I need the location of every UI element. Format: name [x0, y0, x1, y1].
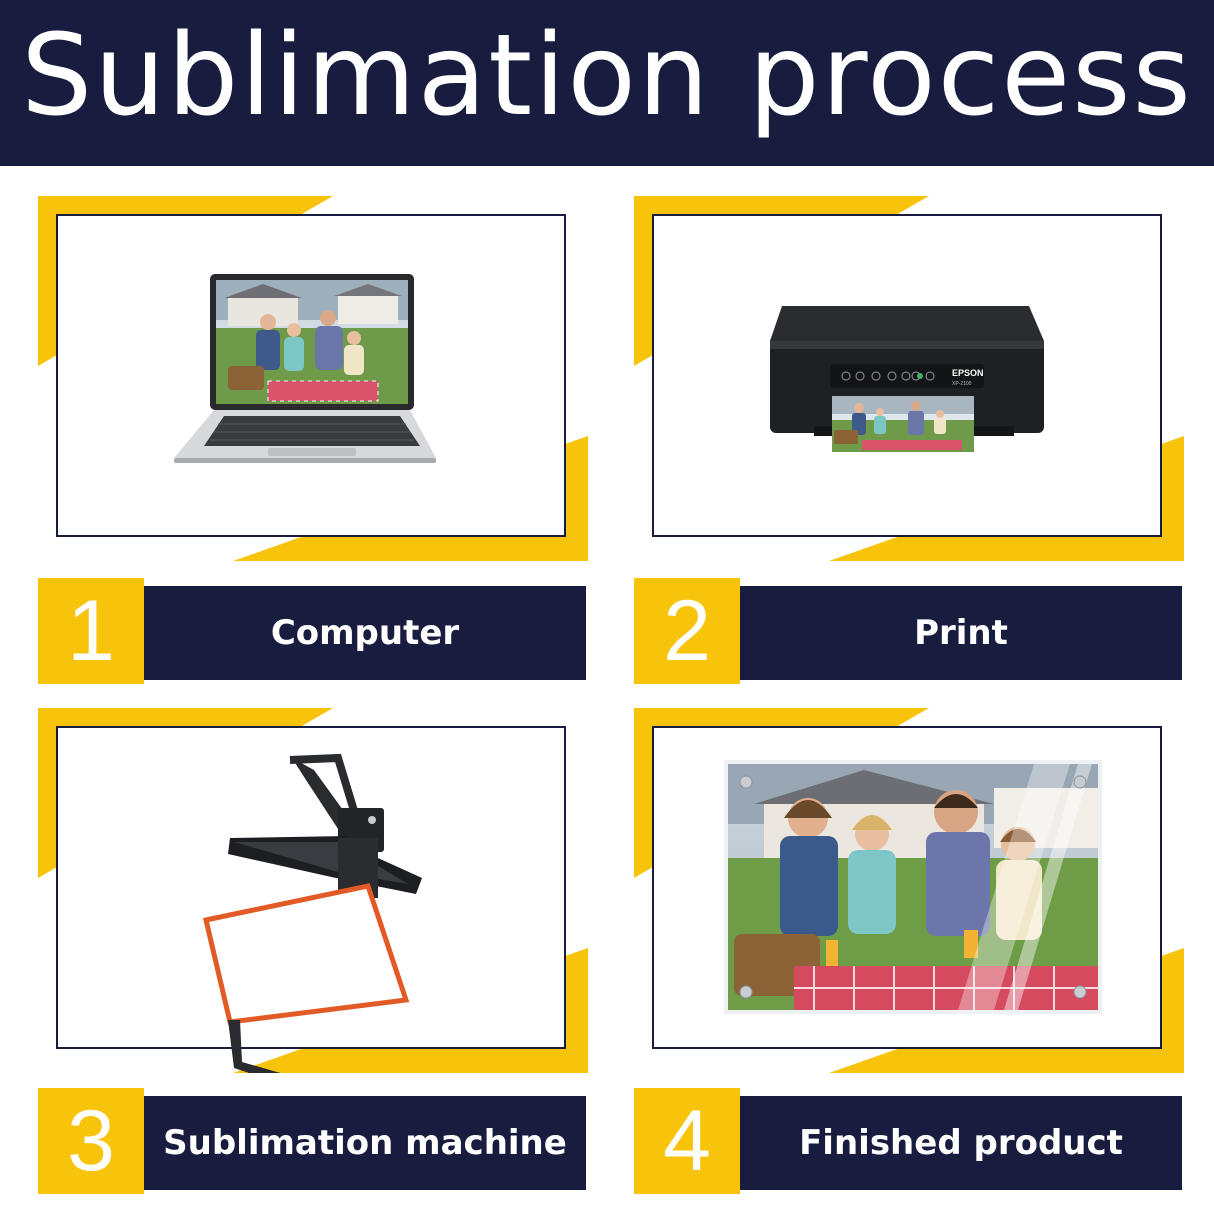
step-3-panel — [38, 708, 588, 1073]
step-title: Computer — [270, 613, 460, 653]
header-banner: Sublimation process — [0, 0, 1214, 166]
step-number: 1 — [67, 583, 115, 679]
step-title: Print — [914, 613, 1008, 653]
heat-press-illustration — [202, 753, 422, 1073]
printer-brand: EPSON — [952, 368, 984, 378]
step-title-bar: Finished product — [740, 1096, 1182, 1190]
step-title-bar: Sublimation machine — [144, 1096, 586, 1190]
laptop-illustration — [174, 274, 436, 463]
step-number-badge: 3 — [38, 1088, 144, 1194]
step-title-bar: Computer — [144, 586, 586, 680]
step-2-label: 2 Print — [634, 578, 1182, 684]
step-title-bar: Print — [740, 586, 1182, 680]
finished-photo-illustration — [724, 760, 1102, 1014]
step-number: 4 — [663, 1093, 711, 1189]
step-number-badge: 4 — [634, 1088, 740, 1194]
printer-model: XP-2100 — [952, 381, 972, 387]
step-number: 2 — [663, 583, 711, 679]
step-title: Sublimation machine — [163, 1123, 567, 1163]
step-4-panel — [634, 708, 1184, 1073]
step-3-label: 3 Sublimation machine — [38, 1088, 586, 1194]
printer-illustration: EPSON XP-2100 — [770, 306, 1044, 452]
step-4-label: 4 Finished product — [634, 1088, 1182, 1194]
step-number: 3 — [67, 1093, 115, 1189]
step-number-badge: 1 — [38, 578, 144, 684]
step-1-panel — [38, 196, 588, 561]
step-number-badge: 2 — [634, 578, 740, 684]
step-title: Finished product — [799, 1123, 1123, 1163]
step-1-label: 1 Computer — [38, 578, 586, 684]
step-2-panel: EPSON XP-2100 — [634, 196, 1184, 561]
page-title: Sublimation process — [21, 11, 1193, 141]
